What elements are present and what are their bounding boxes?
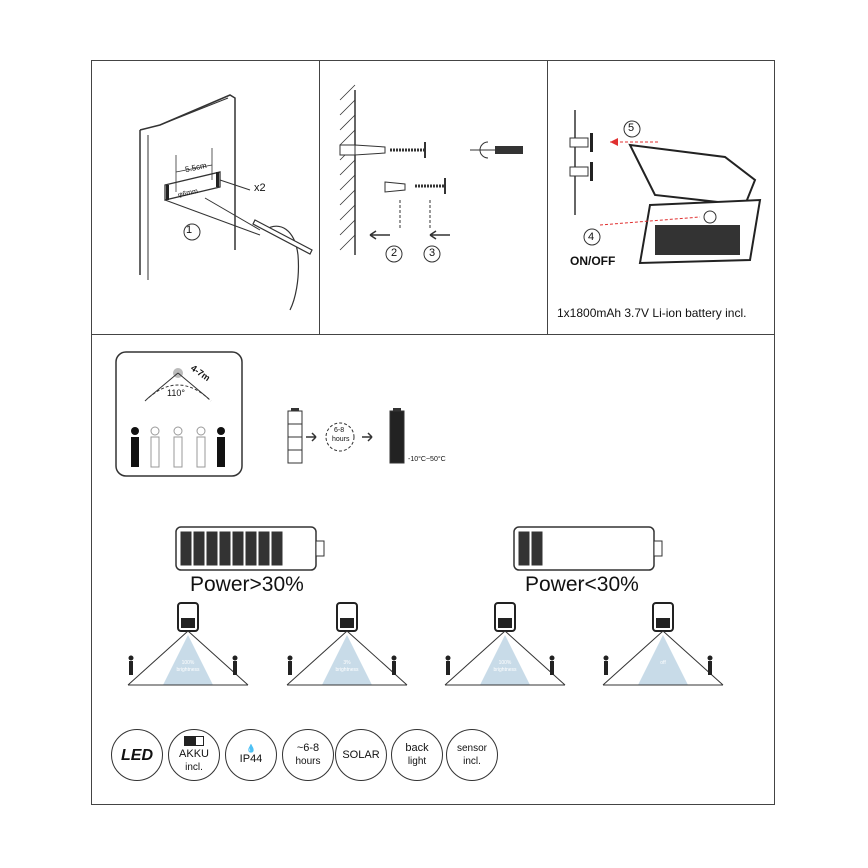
feature-label: AKKU bbox=[179, 748, 209, 760]
battery-cell bbox=[218, 530, 232, 567]
sensor-range-illustration bbox=[115, 351, 243, 477]
feature-badge: 💧IP44 bbox=[225, 729, 277, 781]
charge-hours-line2: hours bbox=[332, 436, 350, 443]
step-3-number: 3 bbox=[429, 247, 436, 259]
scene-brightness-label: off bbox=[660, 660, 666, 666]
scene-brightness-label: 100% bbox=[181, 660, 195, 666]
battery-cell bbox=[517, 530, 531, 567]
feature-badge: ~6-8 hours bbox=[282, 729, 334, 781]
person-icons bbox=[131, 426, 225, 468]
battery-cell bbox=[270, 530, 284, 567]
feature-label: SOLAR bbox=[342, 748, 380, 761]
feature-badge: AKKU incl. bbox=[168, 729, 220, 781]
light-scene: 100%brightness bbox=[113, 600, 263, 695]
battery-note: 1x1800mAh 3.7V Li-ion battery incl. bbox=[557, 306, 747, 320]
scene-brightness-label: 100% bbox=[498, 660, 512, 666]
power-high-label: Power>30% bbox=[190, 573, 304, 596]
temperature-range: -10°C~50°C bbox=[408, 456, 446, 463]
panel-1-drilling-illustration bbox=[139, 94, 313, 311]
step-4-number: 4 bbox=[588, 231, 595, 243]
step-2-number: 2 bbox=[391, 247, 398, 259]
scene-brightness-label: 3% bbox=[343, 660, 351, 666]
diagram-frame bbox=[91, 60, 775, 805]
count-label: x2 bbox=[254, 182, 266, 194]
light-scene: 100%brightness bbox=[430, 600, 580, 695]
battery-cell bbox=[192, 530, 206, 567]
feature-label: sensor bbox=[456, 743, 487, 754]
water-drop-icon: 💧 bbox=[246, 743, 256, 753]
feature-label: back bbox=[405, 742, 429, 754]
charging-sequence-illustration bbox=[287, 408, 405, 464]
battery-cell bbox=[244, 530, 258, 567]
feature-label: ~6-8 bbox=[296, 742, 320, 754]
battery-cell bbox=[257, 530, 271, 567]
feature-badge: sensor incl. bbox=[446, 729, 498, 781]
panel-2-anchor-illustration bbox=[339, 84, 523, 263]
section-divider bbox=[91, 334, 775, 335]
feature-sublabel: incl. bbox=[185, 762, 203, 773]
step-5-number: 5 bbox=[628, 122, 635, 134]
feature-badge: SOLAR bbox=[335, 729, 387, 781]
panel-divider-1 bbox=[319, 60, 320, 335]
step-1-number: 1 bbox=[186, 224, 193, 236]
light-scene: 3%brightness bbox=[272, 600, 422, 695]
feature-label: IP44 bbox=[239, 752, 263, 765]
battery-cell bbox=[179, 530, 193, 567]
battery-icon bbox=[184, 736, 204, 746]
power-low-label: Power<30% bbox=[525, 573, 639, 596]
feature-sublabel: hours bbox=[295, 756, 321, 767]
scene-brightness-sublabel: brightness bbox=[176, 667, 200, 673]
scene-brightness-sublabel: brightness bbox=[493, 667, 517, 673]
battery-cell bbox=[231, 530, 245, 567]
battery-cell bbox=[205, 530, 219, 567]
battery-cell bbox=[530, 530, 544, 567]
charge-hours-line1: 6-8 bbox=[334, 427, 345, 434]
led-logo: LED bbox=[121, 746, 153, 764]
battery-high bbox=[175, 526, 325, 571]
feature-sublabel: light bbox=[407, 756, 427, 767]
feature-badge: LED bbox=[111, 729, 163, 781]
sensor-angle-label: 110° bbox=[167, 388, 185, 398]
panel-3-lamp-illustration bbox=[569, 110, 762, 265]
panel-divider-2 bbox=[547, 60, 548, 335]
feature-sublabel: incl. bbox=[463, 756, 481, 767]
scene-brightness-sublabel: brightness bbox=[335, 667, 359, 673]
light-scene: off bbox=[588, 600, 738, 695]
feature-badge: back light bbox=[391, 729, 443, 781]
battery-low bbox=[513, 526, 663, 571]
on-off-label: ON/OFF bbox=[570, 254, 616, 268]
